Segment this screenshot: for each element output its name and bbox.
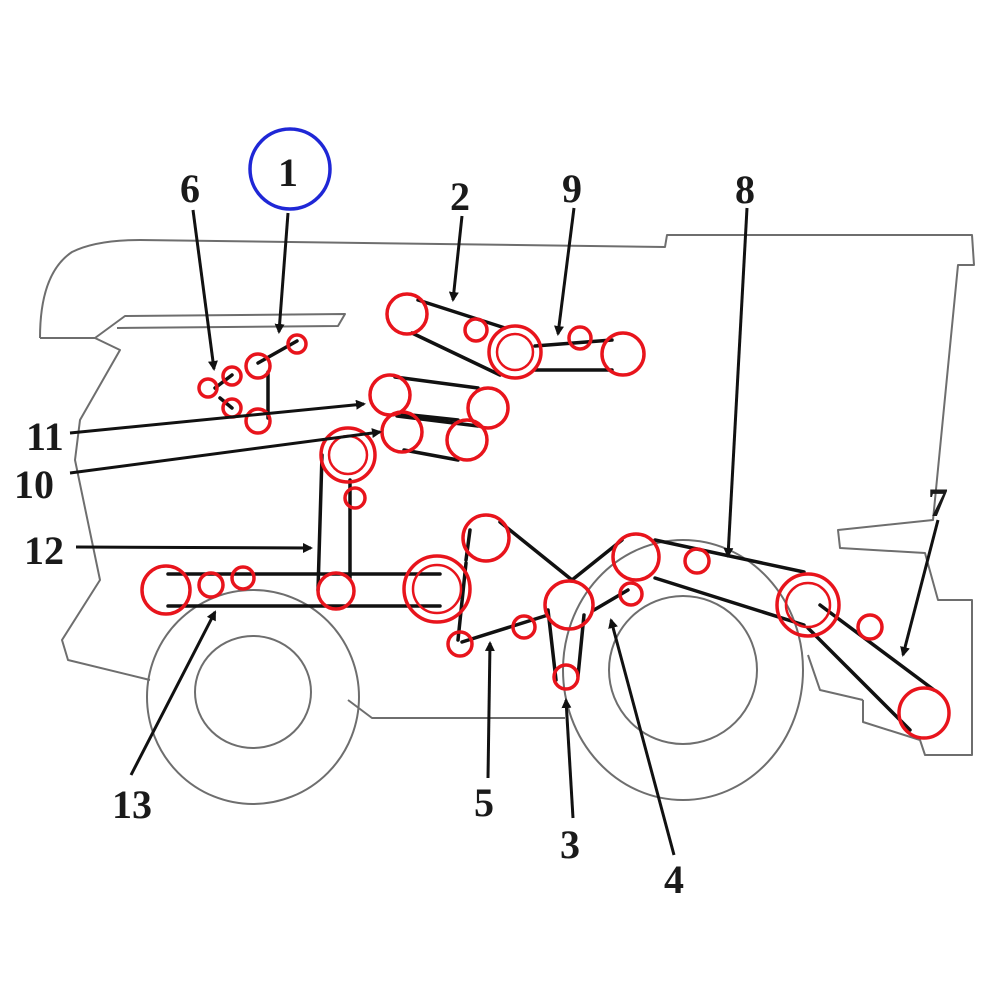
rear-wheel [562, 539, 804, 801]
front-wheel [146, 589, 360, 805]
callout-12: 12 [24, 528, 64, 573]
combine-outline [39, 234, 975, 756]
callout-11: 11 [26, 414, 64, 459]
leader-arrows [69, 207, 940, 856]
callout-9: 9 [562, 166, 582, 211]
callout-13: 13 [112, 782, 152, 827]
callout-10: 10 [14, 462, 54, 507]
callout-5: 5 [474, 780, 494, 825]
callout-1-highlight-ring [248, 127, 332, 211]
callout-4: 4 [664, 857, 684, 902]
drive-belts [166, 298, 936, 732]
callout-2: 2 [450, 174, 470, 219]
callout-6: 6 [180, 166, 200, 211]
callout-3: 3 [560, 822, 580, 867]
callout-labels: 1 2 3 4 5 6 7 8 9 10 11 12 13 [14, 150, 948, 902]
pulleys [140, 292, 951, 740]
callout-7: 7 [928, 480, 948, 525]
callout-1: 1 [278, 150, 298, 195]
callout-8: 8 [735, 167, 755, 212]
